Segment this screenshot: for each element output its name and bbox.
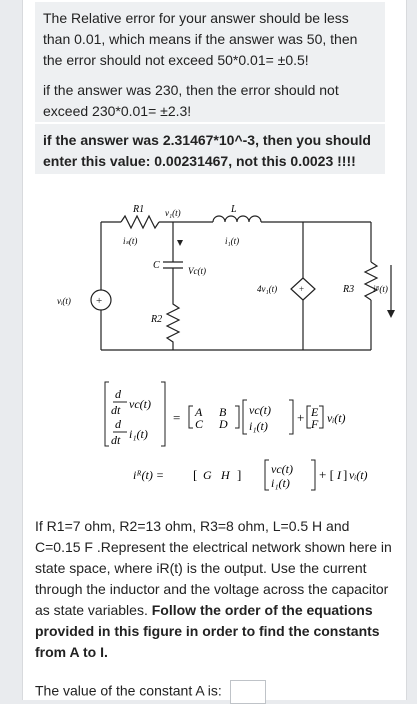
note-example-scientific: if the answer was 2.31467*10^-3, then yo… <box>35 124 385 174</box>
const-i: I <box>336 468 342 482</box>
label-l: L <box>230 204 237 215</box>
label-r1: R1 <box>132 204 144 215</box>
problem-instruction: Follow the order of the equations provid… <box>35 602 380 660</box>
note-relative-error: The Relative error for your answer shoul… <box>35 2 385 74</box>
const-c: C <box>195 417 204 431</box>
svg-text:+: + <box>96 295 102 307</box>
svg-text:=: = <box>173 410 180 425</box>
label-ir: iᴿ(t) <box>373 284 388 294</box>
svg-text:]: ] <box>237 467 241 482</box>
circuit-and-equations-figure: + + R1 v₁(t) L i₁(t) iₛ(t) C Vc(t) R2 4v… <box>57 204 395 491</box>
output-state-vc: vc(t) <box>271 462 293 476</box>
input-vi-1: vᵢ(t) <box>327 411 346 425</box>
deriv-vc: vc(t) <box>129 397 151 411</box>
deriv-d-2: d <box>115 417 122 431</box>
answer-label: The value of the constant A is: <box>35 682 222 699</box>
const-e: E <box>310 405 319 419</box>
label-vc: Vc(t) <box>188 266 206 276</box>
const-a: A <box>194 405 203 419</box>
svg-text:+ [: + [ <box>319 467 334 482</box>
svg-text:+: + <box>299 284 304 294</box>
label-v1: v₁(t) <box>165 208 181 218</box>
const-d: D <box>218 417 228 431</box>
svg-text:]: ] <box>343 467 347 482</box>
const-h: H <box>220 468 231 482</box>
deriv-i1: i₁(t) <box>129 427 148 441</box>
question-card: The Relative error for your answer shoul… <box>22 0 407 704</box>
problem-text: If R1=7 ohm, R2=13 ohm, R3=8 ohm, L=0.5 … <box>35 518 392 618</box>
label-dependent-source: 4v₁(t) <box>257 284 277 294</box>
label-is: iₛ(t) <box>123 236 137 246</box>
const-g: G <box>203 468 212 482</box>
output-ir: iᴿ(t) = <box>133 468 164 482</box>
label-r2: R2 <box>150 314 162 325</box>
deriv-dt-1: dt <box>111 403 121 417</box>
label-c: C <box>153 260 160 271</box>
state-vc: vc(t) <box>249 403 271 417</box>
svg-text:+: + <box>297 410 304 425</box>
deriv-d-1: d <box>115 387 122 401</box>
answer-input[interactable] <box>229 680 266 704</box>
input-vi-2: vᵢ(t) <box>349 468 368 482</box>
output-state-i1: i₁(t) <box>271 476 290 490</box>
label-r3: R3 <box>342 284 354 295</box>
label-i1: i₁(t) <box>225 236 239 246</box>
state-i1: i₁(t) <box>249 419 268 433</box>
const-b: B <box>219 405 227 419</box>
note-example-230: if the answer was 230, then the error sh… <box>35 74 385 122</box>
label-vi: vᵢ(t) <box>57 296 71 306</box>
const-f: F <box>310 417 319 431</box>
svg-text:[: [ <box>193 467 197 482</box>
deriv-dt-2: dt <box>111 433 121 447</box>
problem-statement: If R1=7 ohm, R2=13 ohm, R3=8 ohm, L=0.5 … <box>35 516 395 663</box>
answer-row: The value of the constant A is: <box>35 680 266 704</box>
